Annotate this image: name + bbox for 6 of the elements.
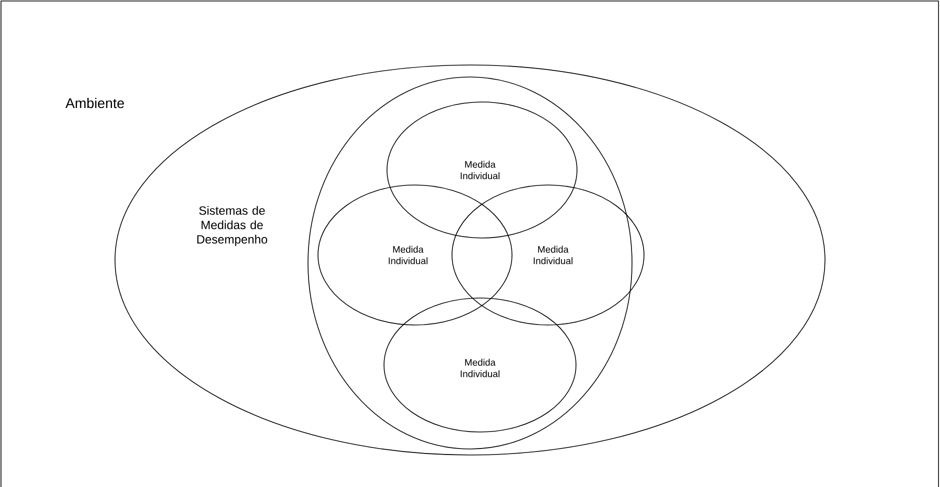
region-label: Sistemas de Medidas de Desempenho — [197, 206, 268, 246]
region-label: Medida Individual — [460, 160, 500, 180]
region-label: Medida Individual — [388, 246, 428, 264]
region-label: Medida Individual — [534, 246, 572, 264]
region-label: Ambiente — [65, 98, 124, 108]
region-label: Medida Individual — [460, 358, 500, 378]
